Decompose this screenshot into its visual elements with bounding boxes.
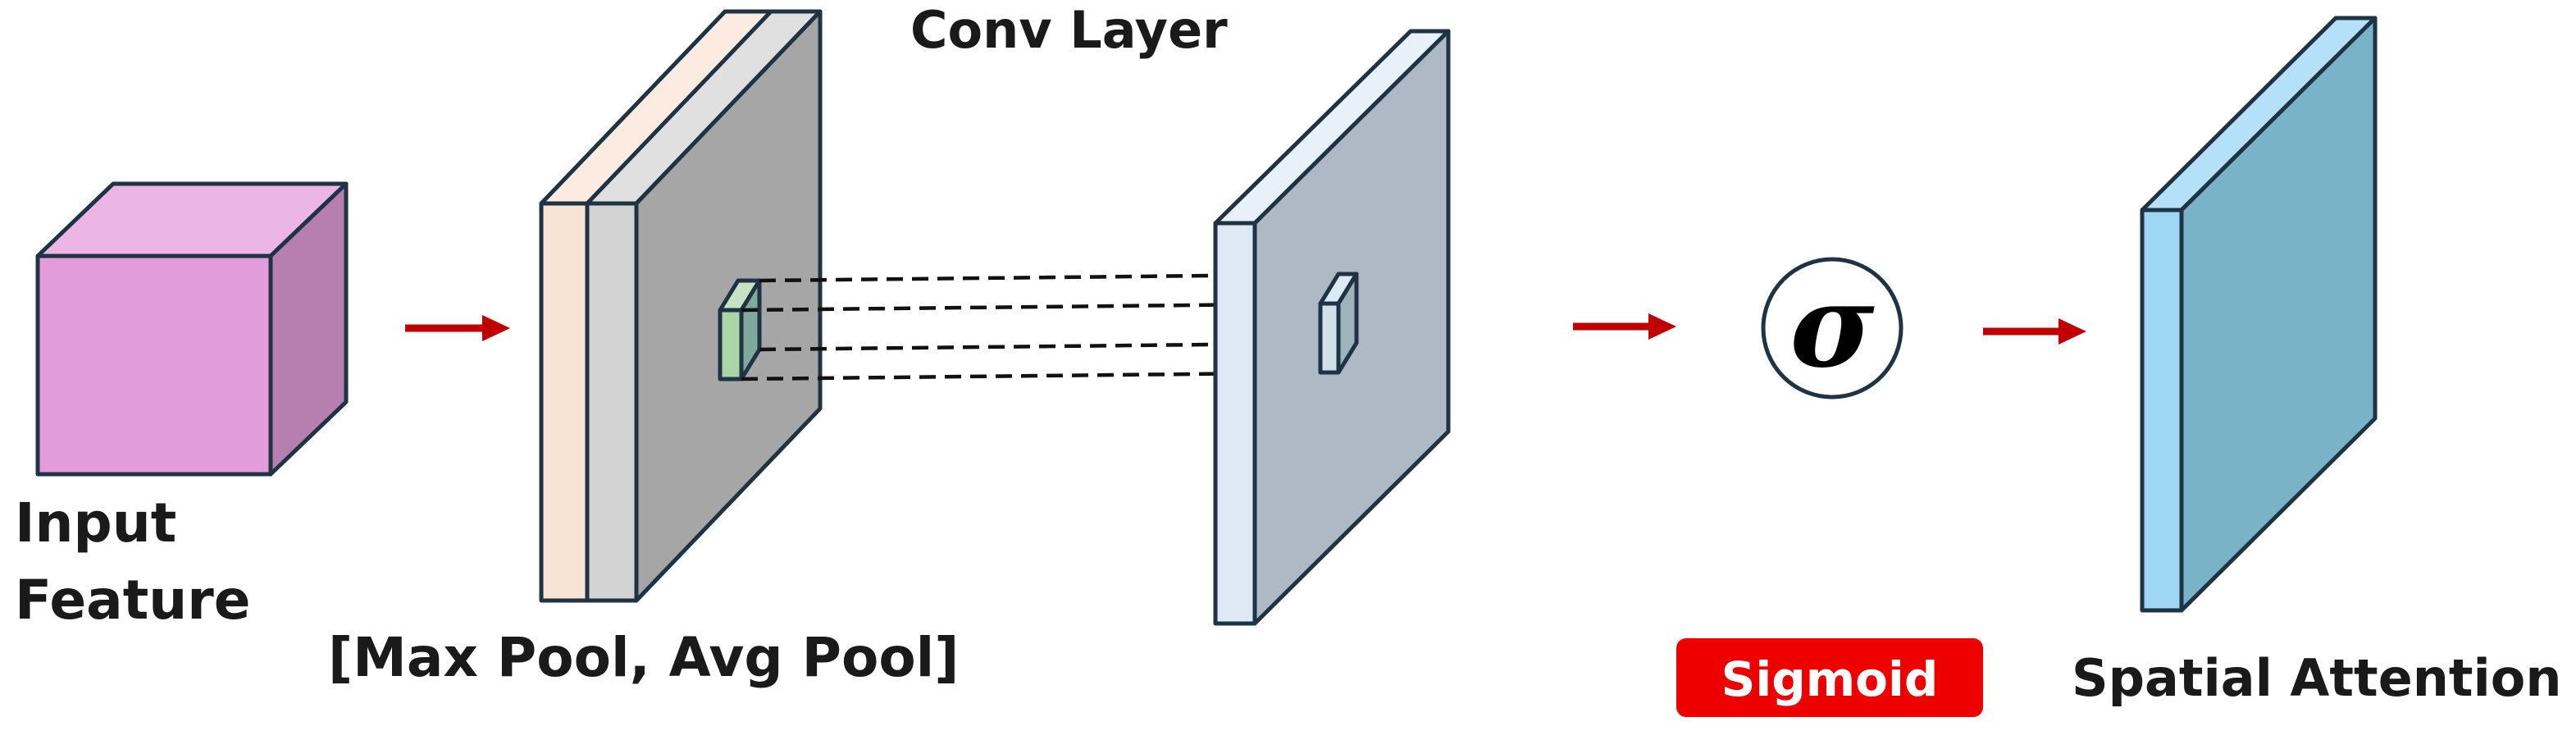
input-label-line2: Feature xyxy=(15,569,251,632)
attention-front-face xyxy=(2140,208,2184,613)
arrow-conv-to-sigmoid xyxy=(1573,313,1676,340)
pool-label: [Max Pool, Avg Pool] xyxy=(328,626,959,689)
sigmoid-badge: Sigmoid xyxy=(1676,638,1983,717)
avg-pool-slab xyxy=(585,9,823,603)
sigmoid-circle xyxy=(1761,257,1904,400)
conv-output-cell xyxy=(1318,272,1359,375)
sigmoid-badge-label: Sigmoid xyxy=(1721,651,1939,707)
conv-front-face xyxy=(1213,221,1257,626)
sigmoid-badge-background xyxy=(1676,638,1983,717)
input-feature-cube xyxy=(35,181,349,477)
arrow-input-to-pool xyxy=(405,315,510,341)
conv-layer-label: Conv Layer xyxy=(910,0,1228,60)
input-label-line1: Input xyxy=(15,491,176,555)
avg-pool-front-face xyxy=(585,201,639,603)
sigmoid-node: σ xyxy=(1761,257,1904,400)
input-cube-front-face xyxy=(35,254,273,477)
sigma-symbol: σ xyxy=(1790,259,1875,394)
max-pool-front-face xyxy=(539,201,593,603)
arrow-sigmoid-to-attention xyxy=(1983,318,2086,345)
pool-kernel-patch xyxy=(718,278,762,381)
spatial-attention-label: Spatial Attention xyxy=(2072,648,2562,708)
spatial-attention-slab xyxy=(2140,16,2378,613)
